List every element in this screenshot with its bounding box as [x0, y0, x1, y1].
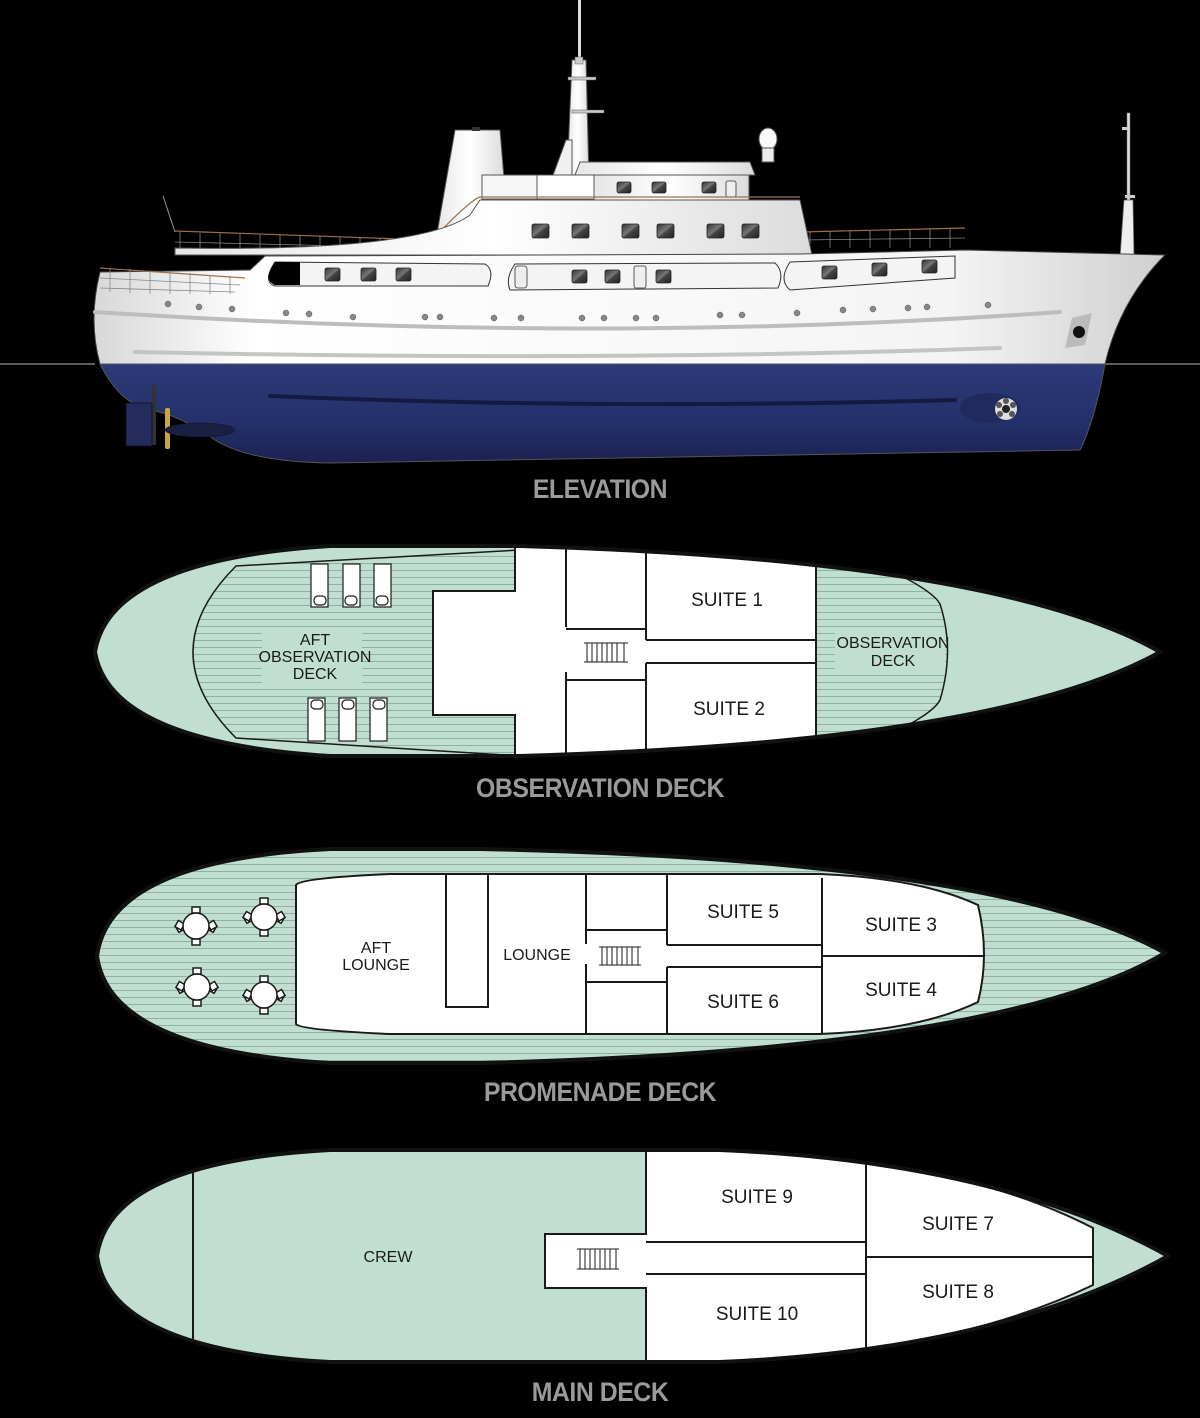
rudder-propeller [125, 385, 236, 449]
aft-railing [99, 267, 246, 294]
elevation-view [0, 0, 1200, 470]
main-mast [551, 0, 605, 181]
upper-windows [531, 223, 760, 239]
ship-elevation-drawing [0, 0, 1200, 464]
aft-observation-deck-label-3: DECK [293, 666, 338, 683]
suite-8-label: SUITE 8 [922, 1282, 994, 1303]
hull-underwater [99, 363, 1106, 464]
suite-2-label: SUITE 2 [693, 699, 765, 720]
stairs-icon [599, 946, 641, 966]
promenade-deck-plan: AFT LOUNGE LOUNGE SUITE 5 SUITE 6 SUITE … [0, 845, 1200, 1070]
stairs-icon [584, 642, 628, 663]
crew-area-label: CREW [364, 1249, 414, 1266]
observation-deck-plan: AFT OBSERVATION DECK OBSERVATION DECK SU… [0, 540, 1200, 765]
suite-5-label: SUITE 5 [707, 902, 779, 923]
bow-thruster-icon [995, 398, 1017, 420]
forward-mast [1119, 112, 1135, 259]
main-deck-plan: CREW SUITE 9 SUITE 10 SUITE 7 SUITE 8 [0, 1145, 1200, 1370]
suite-1-label: SUITE 1 [691, 590, 763, 611]
lounge-label: LOUNGE [503, 947, 571, 964]
aft-observation-deck-label: AFT [300, 632, 330, 649]
aft-lounge-label: AFT [361, 940, 391, 957]
stairs-icon [577, 1248, 619, 1270]
bridge [481, 127, 778, 202]
suite-10-label: SUITE 10 [716, 1304, 798, 1325]
suite-3-label: SUITE 3 [865, 915, 937, 936]
elevation-caption: ELEVATION [532, 474, 668, 504]
deck-windows [268, 255, 956, 291]
suite-6-label: SUITE 6 [707, 992, 779, 1013]
dining-table-icons [173, 897, 287, 1015]
promenade-deck-caption: PROMENADE DECK [483, 1077, 717, 1107]
anchor-hawse-icon [1073, 326, 1085, 338]
portholes [164, 300, 992, 322]
suite-7-label: SUITE 7 [922, 1214, 994, 1235]
sun-lounger-icons [307, 563, 392, 742]
superstructure [174, 199, 813, 256]
observation-deck-caption: OBSERVATION DECK [476, 773, 724, 803]
forward-observation-deck-label-2: DECK [871, 653, 916, 670]
aft-lounge-label-2: LOUNGE [342, 957, 410, 974]
forward-observation-deck-label: OBSERVATION [837, 635, 950, 652]
suite-4-label: SUITE 4 [865, 980, 937, 1001]
suite-9-label: SUITE 9 [721, 1187, 793, 1208]
aft-observation-deck-label-2: OBSERVATION [259, 649, 372, 666]
main-deck-caption: MAIN DECK [531, 1377, 669, 1407]
